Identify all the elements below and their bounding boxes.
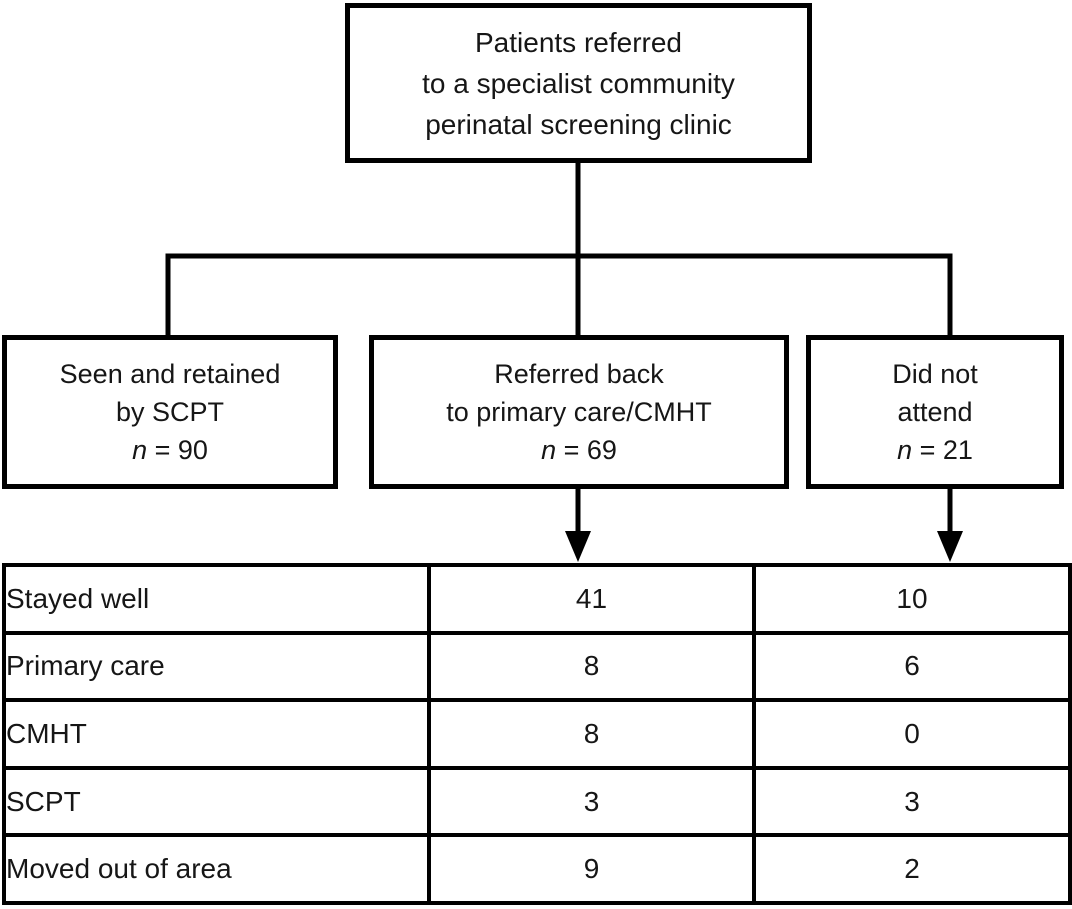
table-row: Stayed well 41 10 <box>2 563 1072 635</box>
branch-box-line: to primary care/CMHT <box>446 397 712 427</box>
referred-back-value-cell: 8 <box>427 630 756 703</box>
row-label-cell: Primary care <box>2 630 431 703</box>
root-box-line: perinatal screening clinic <box>425 108 732 140</box>
branch-box-referred-back: Referred back to primary care/CMHT n = 6… <box>369 335 789 489</box>
referred-back-value-cell: 9 <box>427 833 756 905</box>
row-label-cell: SCPT <box>2 765 431 838</box>
branch-box-line: Did not <box>892 359 978 389</box>
row-label-cell: Moved out of area <box>2 833 431 905</box>
arrow-referred-back-icon <box>565 489 591 562</box>
table-row: SCPT 3 3 <box>2 765 1072 838</box>
did-not-attend-value-cell: 3 <box>752 765 1072 838</box>
outcomes-table: Stayed well 41 10 Primary care 8 6 CMHT … <box>2 563 1072 905</box>
referred-back-value-cell: 8 <box>427 698 756 770</box>
root-box-line: Patients referred <box>475 26 682 58</box>
branch-box-n-value: n = 90 <box>132 435 208 465</box>
did-not-attend-value-cell: 0 <box>752 698 1072 770</box>
table-row: CMHT 8 0 <box>2 698 1072 770</box>
branch-box-line: Seen and retained <box>59 359 281 389</box>
root-box-line: to a specialist community <box>422 67 735 99</box>
referred-back-value-cell: 41 <box>427 563 756 635</box>
branch-box-n-value: n = 21 <box>897 435 973 465</box>
referred-back-value-cell: 3 <box>427 765 756 838</box>
branch-box-line: by SCPT <box>115 397 225 427</box>
table-row: Moved out of area 9 2 <box>2 833 1072 905</box>
branch-box-n-value: n = 69 <box>541 435 617 465</box>
table-row: Primary care 8 6 <box>2 630 1072 703</box>
did-not-attend-value-cell: 2 <box>752 833 1072 905</box>
root-box-patients-referred: Patients referred to a specialist commun… <box>345 3 812 163</box>
row-label-cell: CMHT <box>2 698 431 770</box>
branch-box-line: attend <box>897 397 973 427</box>
did-not-attend-value-cell: 6 <box>752 630 1072 703</box>
branch-box-seen-retained: Seen and retained by SCPT n = 90 <box>2 335 338 489</box>
did-not-attend-value-cell: 10 <box>752 563 1072 635</box>
branch-box-line: Referred back <box>494 359 664 389</box>
row-label-cell: Stayed well <box>2 563 431 635</box>
arrow-did-not-attend-icon <box>937 489 963 562</box>
branch-box-did-not-attend: Did not attend n = 21 <box>806 335 1064 489</box>
